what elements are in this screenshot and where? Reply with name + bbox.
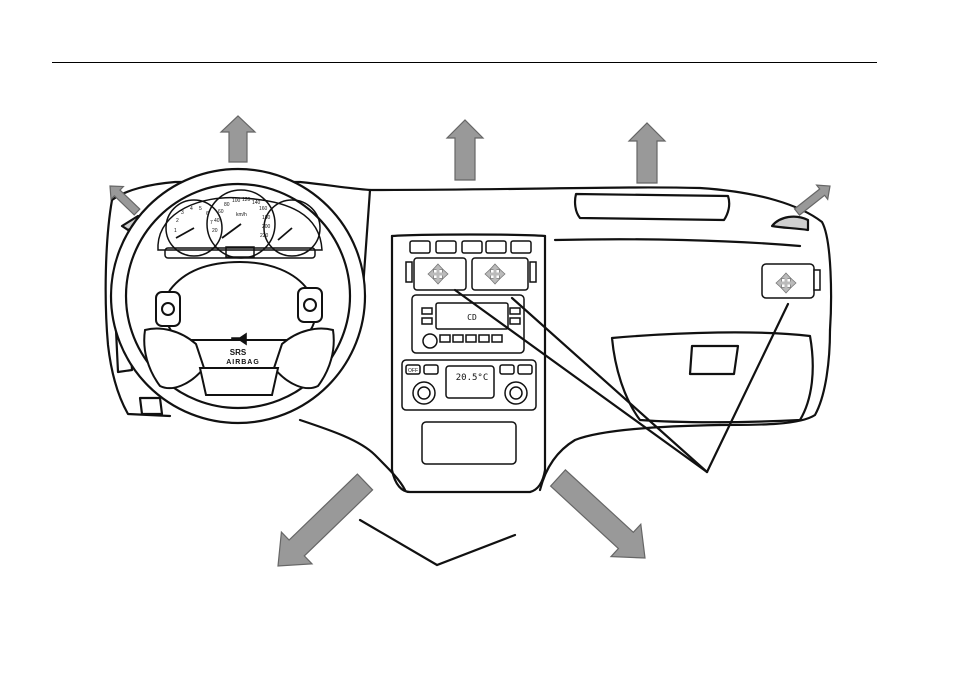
tach-tick: 1 bbox=[174, 228, 177, 234]
airflow-arrow bbox=[447, 120, 483, 180]
speedo-tick: 20 bbox=[212, 228, 218, 234]
speedo-tick: 60 bbox=[218, 209, 224, 215]
airflow-arrow bbox=[110, 186, 140, 215]
speedo-tick: 100 bbox=[232, 198, 241, 204]
tach-tick: 5 bbox=[199, 206, 202, 212]
tach-tick: 2 bbox=[176, 218, 179, 224]
speedo-tick: 200 bbox=[262, 224, 271, 230]
speedo-tick: 180 bbox=[262, 215, 271, 221]
speedo-tick: 80 bbox=[224, 202, 230, 208]
tach-tick: 7 bbox=[210, 220, 213, 226]
radio-display: CD bbox=[467, 313, 477, 322]
airbag-label-airbag: AIRBAG bbox=[226, 359, 260, 366]
tach-tick: 4 bbox=[190, 206, 193, 212]
speedo-tick: 40 bbox=[214, 218, 220, 224]
tach-tick: 6 bbox=[206, 211, 209, 217]
center-console bbox=[402, 241, 536, 464]
airflow-arrow bbox=[278, 474, 373, 566]
airbag-label-srs: SRS bbox=[230, 348, 247, 357]
airflow-arrow bbox=[221, 116, 255, 162]
speedo-tick: 160 bbox=[259, 206, 268, 212]
airflow-arrow bbox=[629, 123, 665, 183]
speedo-tick: 120 bbox=[242, 197, 251, 203]
tach-tick: 3 bbox=[181, 210, 184, 216]
airflow-arrow bbox=[795, 185, 831, 215]
climate-display: 20.5°C bbox=[456, 373, 489, 383]
speedo-tick: 220 bbox=[260, 233, 269, 239]
speedo-unit: km/h bbox=[236, 212, 247, 218]
climate-off-label: OFF bbox=[408, 368, 418, 374]
airflow-arrow bbox=[551, 470, 645, 558]
